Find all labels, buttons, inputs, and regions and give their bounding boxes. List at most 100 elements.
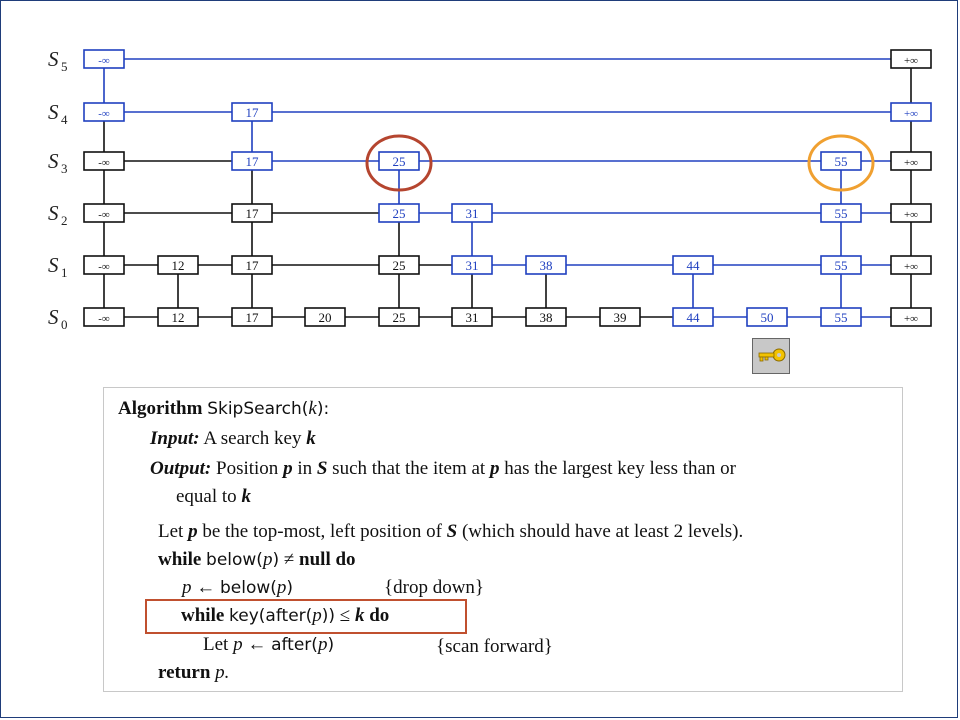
skip-node-box <box>890 49 932 69</box>
output-text: has the largest key less than or <box>504 458 737 479</box>
output-var: p <box>489 458 500 479</box>
skip-node-box <box>83 203 125 223</box>
level-label: S <box>48 149 59 173</box>
level-label-sub: 5 <box>61 59 68 74</box>
skip-node-box <box>820 151 862 171</box>
skip-node-box <box>672 255 714 275</box>
skip-node-key: 38 <box>540 310 553 325</box>
operator: ← <box>196 577 216 598</box>
skip-node-box <box>525 307 567 327</box>
while-line: while below(p) ≠ null do <box>158 549 356 570</box>
highlight-circle <box>807 134 875 192</box>
skip-node-key: 12 <box>172 310 185 325</box>
after-call: after( <box>271 635 318 655</box>
skip-node-key: 38 <box>540 258 553 273</box>
return-line: return p. <box>158 662 229 684</box>
skip-node-box <box>378 307 420 327</box>
skip-node-box <box>451 203 493 223</box>
skip-node-box <box>83 102 125 122</box>
skip-node-key: 55 <box>835 258 848 273</box>
skip-node-key: -∞ <box>98 209 110 221</box>
skip-node-box <box>378 203 420 223</box>
skip-node-box <box>83 307 125 327</box>
skip-node-box <box>157 255 199 275</box>
input-line: Input: A search key k <box>150 428 316 450</box>
output-var: S <box>316 458 328 479</box>
skip-node-key: -∞ <box>98 157 110 169</box>
level-label: S <box>48 100 59 124</box>
code-text: (which should have at least 2 levels). <box>461 521 744 542</box>
scan-comment: {scan forward} <box>436 636 553 657</box>
skip-node-key: +∞ <box>904 209 918 221</box>
skip-node-key: 44 <box>687 310 701 325</box>
key-icon[interactable] <box>752 338 790 374</box>
code-var: p. <box>215 662 230 683</box>
level-label: S <box>48 305 59 329</box>
operator: ← <box>247 634 267 655</box>
skip-node-box <box>890 102 932 122</box>
code-text: be the top-most, left position of <box>202 521 442 542</box>
output-text: Position <box>216 458 279 479</box>
skip-node-box <box>157 307 199 327</box>
skip-node-box <box>599 307 641 327</box>
scan-line: Let p ← after(p) <box>203 634 335 655</box>
skip-node-key: 17 <box>246 154 260 169</box>
skip-node-key: 17 <box>246 206 260 221</box>
skip-node-box <box>890 307 932 327</box>
keyword-do: do <box>369 605 390 626</box>
input-label: Input: <box>150 428 200 449</box>
skip-node-box <box>451 307 493 327</box>
skip-node-key: -∞ <box>98 108 110 120</box>
skip-node-key: -∞ <box>98 313 110 325</box>
drop-comment: {drop down} <box>384 577 485 598</box>
algorithm-box <box>103 387 903 692</box>
output-label: Output: <box>150 458 212 479</box>
output-line-2: equal to k <box>176 486 251 508</box>
skip-node-box <box>890 151 932 171</box>
output-text: equal to <box>176 486 237 507</box>
keyword-while: while <box>181 605 225 626</box>
skip-node-box <box>304 307 346 327</box>
skip-node-key: +∞ <box>904 55 918 67</box>
keyword-null: null <box>299 549 331 570</box>
skip-node-box <box>890 203 932 223</box>
algorithm-name: SkipSearch <box>207 399 302 419</box>
algorithm-keyword: Algorithm <box>118 398 203 419</box>
keyword-do: do <box>335 549 356 570</box>
output-text: such that the item at <box>332 458 486 479</box>
level-label-sub: 2 <box>61 213 68 228</box>
skip-node-key: 55 <box>835 310 848 325</box>
code-text: Let <box>158 521 184 542</box>
key-after-call: key(after( <box>229 606 313 626</box>
skip-node-key: -∞ <box>98 261 110 273</box>
skip-node-key: 12 <box>172 258 185 273</box>
let-line: Let p be the top-most, left position of … <box>158 521 743 543</box>
skip-node-key: 17 <box>246 310 260 325</box>
skip-node-key: 39 <box>614 310 627 325</box>
skip-node-key: -∞ <box>98 55 110 67</box>
level-label-sub: 4 <box>61 112 68 127</box>
code-text: Let <box>203 634 229 655</box>
skip-node-box <box>231 307 273 327</box>
skip-node-box <box>378 255 420 275</box>
skip-node-key: +∞ <box>904 261 918 273</box>
skip-node-box <box>83 151 125 171</box>
skip-node-key: 25 <box>393 258 406 273</box>
below-call: below( <box>220 578 277 598</box>
input-text: A search key <box>203 428 302 449</box>
level-label-sub: 1 <box>61 265 68 280</box>
skip-node-key: 20 <box>319 310 332 325</box>
level-label: S <box>48 47 59 71</box>
level-label-sub: 0 <box>61 317 68 332</box>
skip-node-key: +∞ <box>904 313 918 325</box>
skip-node-key: 55 <box>835 154 848 169</box>
below-call: below( <box>206 550 263 570</box>
algorithm-param: k <box>308 398 317 419</box>
skip-node-box <box>231 151 273 171</box>
skip-node-key: 31 <box>466 310 479 325</box>
skip-node-key: +∞ <box>904 108 918 120</box>
output-var: k <box>241 486 251 507</box>
code-var: p <box>188 521 198 542</box>
